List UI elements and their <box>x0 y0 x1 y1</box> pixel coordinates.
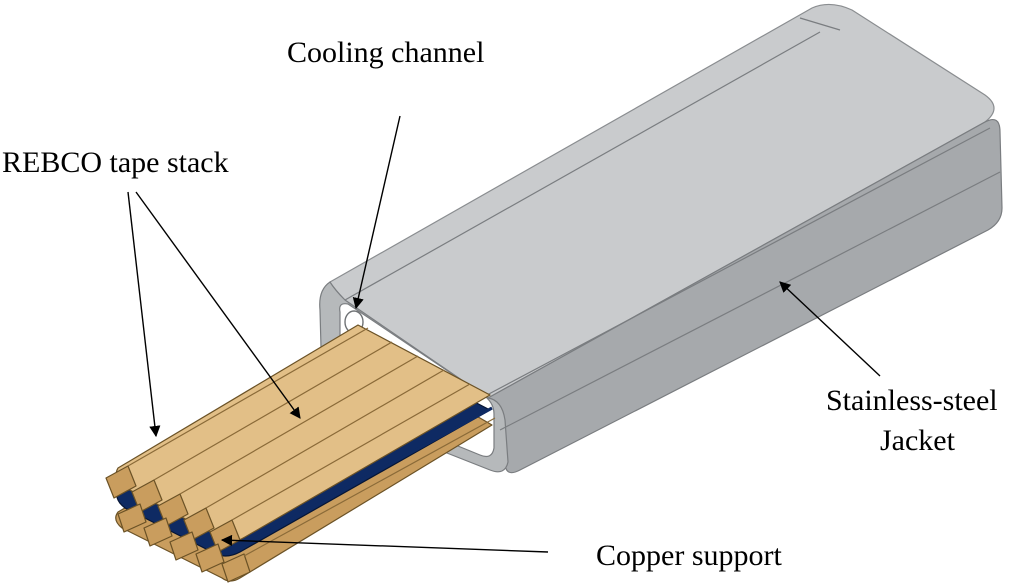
label-cooling-channel: Cooling channel <box>287 36 484 69</box>
label-stainless-steel: Stainless-steel <box>826 384 998 417</box>
leader-rebco-right <box>135 191 301 419</box>
leader-copper-support <box>220 534 549 553</box>
label-rebco-tape-stack: REBCO tape stack <box>2 146 229 179</box>
leader-rebco-left <box>127 191 161 438</box>
label-copper-support: Copper support <box>596 539 782 572</box>
rebco-tape-stack <box>105 324 496 583</box>
leader-jacket <box>779 281 881 377</box>
leader-cooling-channel <box>352 115 401 310</box>
copper-support-seam <box>237 406 493 550</box>
label-jacket: Jacket <box>880 424 956 457</box>
